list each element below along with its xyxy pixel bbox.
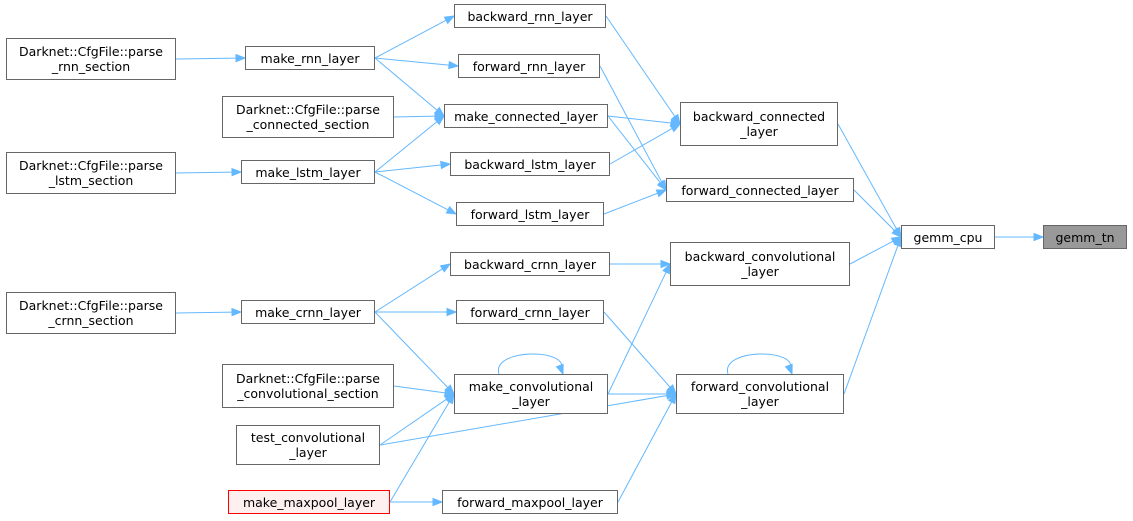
node-make-rnn-layer[interactable]: make_rnn_layer: [245, 46, 375, 70]
edge-forward-convolutional-layer-to-gemm-cpu: [843, 235, 902, 395]
edge-parse-rnn-section-to-make-rnn-layer: [175, 53, 247, 63]
node-backward-convolutional-layer[interactable]: backward_convolutional _layer: [670, 242, 850, 286]
node-make-lstm-layer[interactable]: make_lstm_layer: [241, 160, 375, 184]
node-forward-maxpool-layer[interactable]: forward_maxpool_layer: [442, 490, 618, 514]
edge-make-lstm-layer-to-backward-lstm-layer: [374, 160, 452, 173]
node-forward-lstm-layer[interactable]: forward_lstm_layer: [456, 202, 604, 226]
edge-make-convolutional-layer-to-backward-convolutional-layer: [607, 262, 671, 395]
node-parse-convolutional-section[interactable]: Darknet::CfgFile::parse _convolutional_s…: [222, 364, 394, 408]
edge-parse-connected-section-to-make-connected-layer: [393, 111, 446, 121]
edge-parse-lstm-section-to-make-lstm-layer: [175, 167, 243, 177]
edge-forward-convolutional-layer-to-forward-convolutional-layer: [727, 353, 793, 376]
edge-make-crnn-layer-to-forward-crnn-layer: [375, 307, 458, 317]
node-make-convolutional-layer[interactable]: make_convolutional _layer: [454, 374, 608, 414]
edge-backward-convolutional-layer-to-gemm-cpu: [849, 236, 903, 265]
node-backward-lstm-layer[interactable]: backward_lstm_layer: [450, 152, 610, 176]
edge-parse-convolutional-section-to-make-convolutional-layer: [393, 385, 456, 397]
node-parse-lstm-section[interactable]: Darknet::CfgFile::parse _lstm_section: [6, 152, 176, 194]
node-make-maxpool-layer[interactable]: make_maxpool_layer: [228, 490, 390, 514]
node-parse-rnn-section[interactable]: Darknet::CfgFile::parse _rnn_section: [6, 38, 176, 80]
node-make-crnn-layer[interactable]: make_crnn_layer: [241, 300, 375, 324]
edge-test-convolutional-layer-to-forward-convolutional-layer: [379, 391, 678, 446]
edge-backward-lstm-layer-to-backward-connected-layer: [609, 123, 682, 165]
edge-forward-lstm-layer-to-forward-connected-layer: [603, 189, 668, 215]
edge-make-lstm-layer-to-forward-lstm-layer: [374, 171, 458, 215]
edge-parse-crnn-section-to-make-crnn-layer: [175, 307, 243, 317]
node-parse-crnn-section[interactable]: Darknet::CfgFile::parse _crnn_section: [6, 292, 176, 334]
node-backward-connected-layer[interactable]: backward_connected _layer: [680, 102, 838, 146]
edge-backward-crnn-layer-to-backward-convolutional-layer: [610, 259, 672, 269]
edge-make-maxpool-layer-to-forward-maxpool-layer: [390, 497, 444, 507]
node-forward-crnn-layer[interactable]: forward_crnn_layer: [456, 300, 604, 324]
node-gemm-tn: gemm_tn: [1043, 225, 1127, 249]
edge-forward-crnn-layer-to-forward-convolutional-layer: [603, 311, 677, 396]
edge-backward-rnn-layer-to-backward-connected-layer: [605, 15, 681, 126]
node-forward-convolutional-layer[interactable]: forward_convolutional _layer: [676, 374, 844, 414]
node-parse-connected-section[interactable]: Darknet::CfgFile::parse _connected_secti…: [222, 96, 394, 138]
edge-make-rnn-layer-to-forward-rnn-layer: [374, 57, 460, 70]
node-forward-rnn-layer[interactable]: forward_rnn_layer: [458, 54, 600, 78]
node-test-convolutional-layer[interactable]: test_convolutional _layer: [236, 425, 380, 465]
edge-forward-connected-layer-to-gemm-cpu: [853, 189, 902, 238]
edge-make-convolutional-layer-to-make-convolutional-layer: [498, 353, 564, 376]
edge-forward-maxpool-layer-to-forward-convolutional-layer: [617, 392, 677, 503]
node-gemm-cpu[interactable]: gemm_cpu: [901, 225, 995, 249]
edge-make-crnn-layer-to-backward-crnn-layer: [374, 263, 452, 313]
edge-make-maxpool-layer-to-make-convolutional-layer: [389, 392, 455, 503]
node-make-connected-layer[interactable]: make_connected_layer: [444, 104, 608, 128]
edge-make-rnn-layer-to-backward-rnn-layer: [374, 15, 456, 59]
edge-make-convolutional-layer-to-forward-convolutional-layer: [608, 389, 678, 399]
node-forward-connected-layer[interactable]: forward_connected_layer: [666, 178, 854, 202]
edge-gemm-cpu-to-gemm-tn: [995, 232, 1045, 242]
edge-make-connected-layer-to-forward-connected-layer: [607, 115, 667, 192]
edge-make-connected-layer-to-backward-connected-layer: [607, 115, 682, 128]
node-backward-crnn-layer[interactable]: backward_crnn_layer: [450, 252, 610, 276]
node-backward-rnn-layer[interactable]: backward_rnn_layer: [454, 4, 606, 28]
